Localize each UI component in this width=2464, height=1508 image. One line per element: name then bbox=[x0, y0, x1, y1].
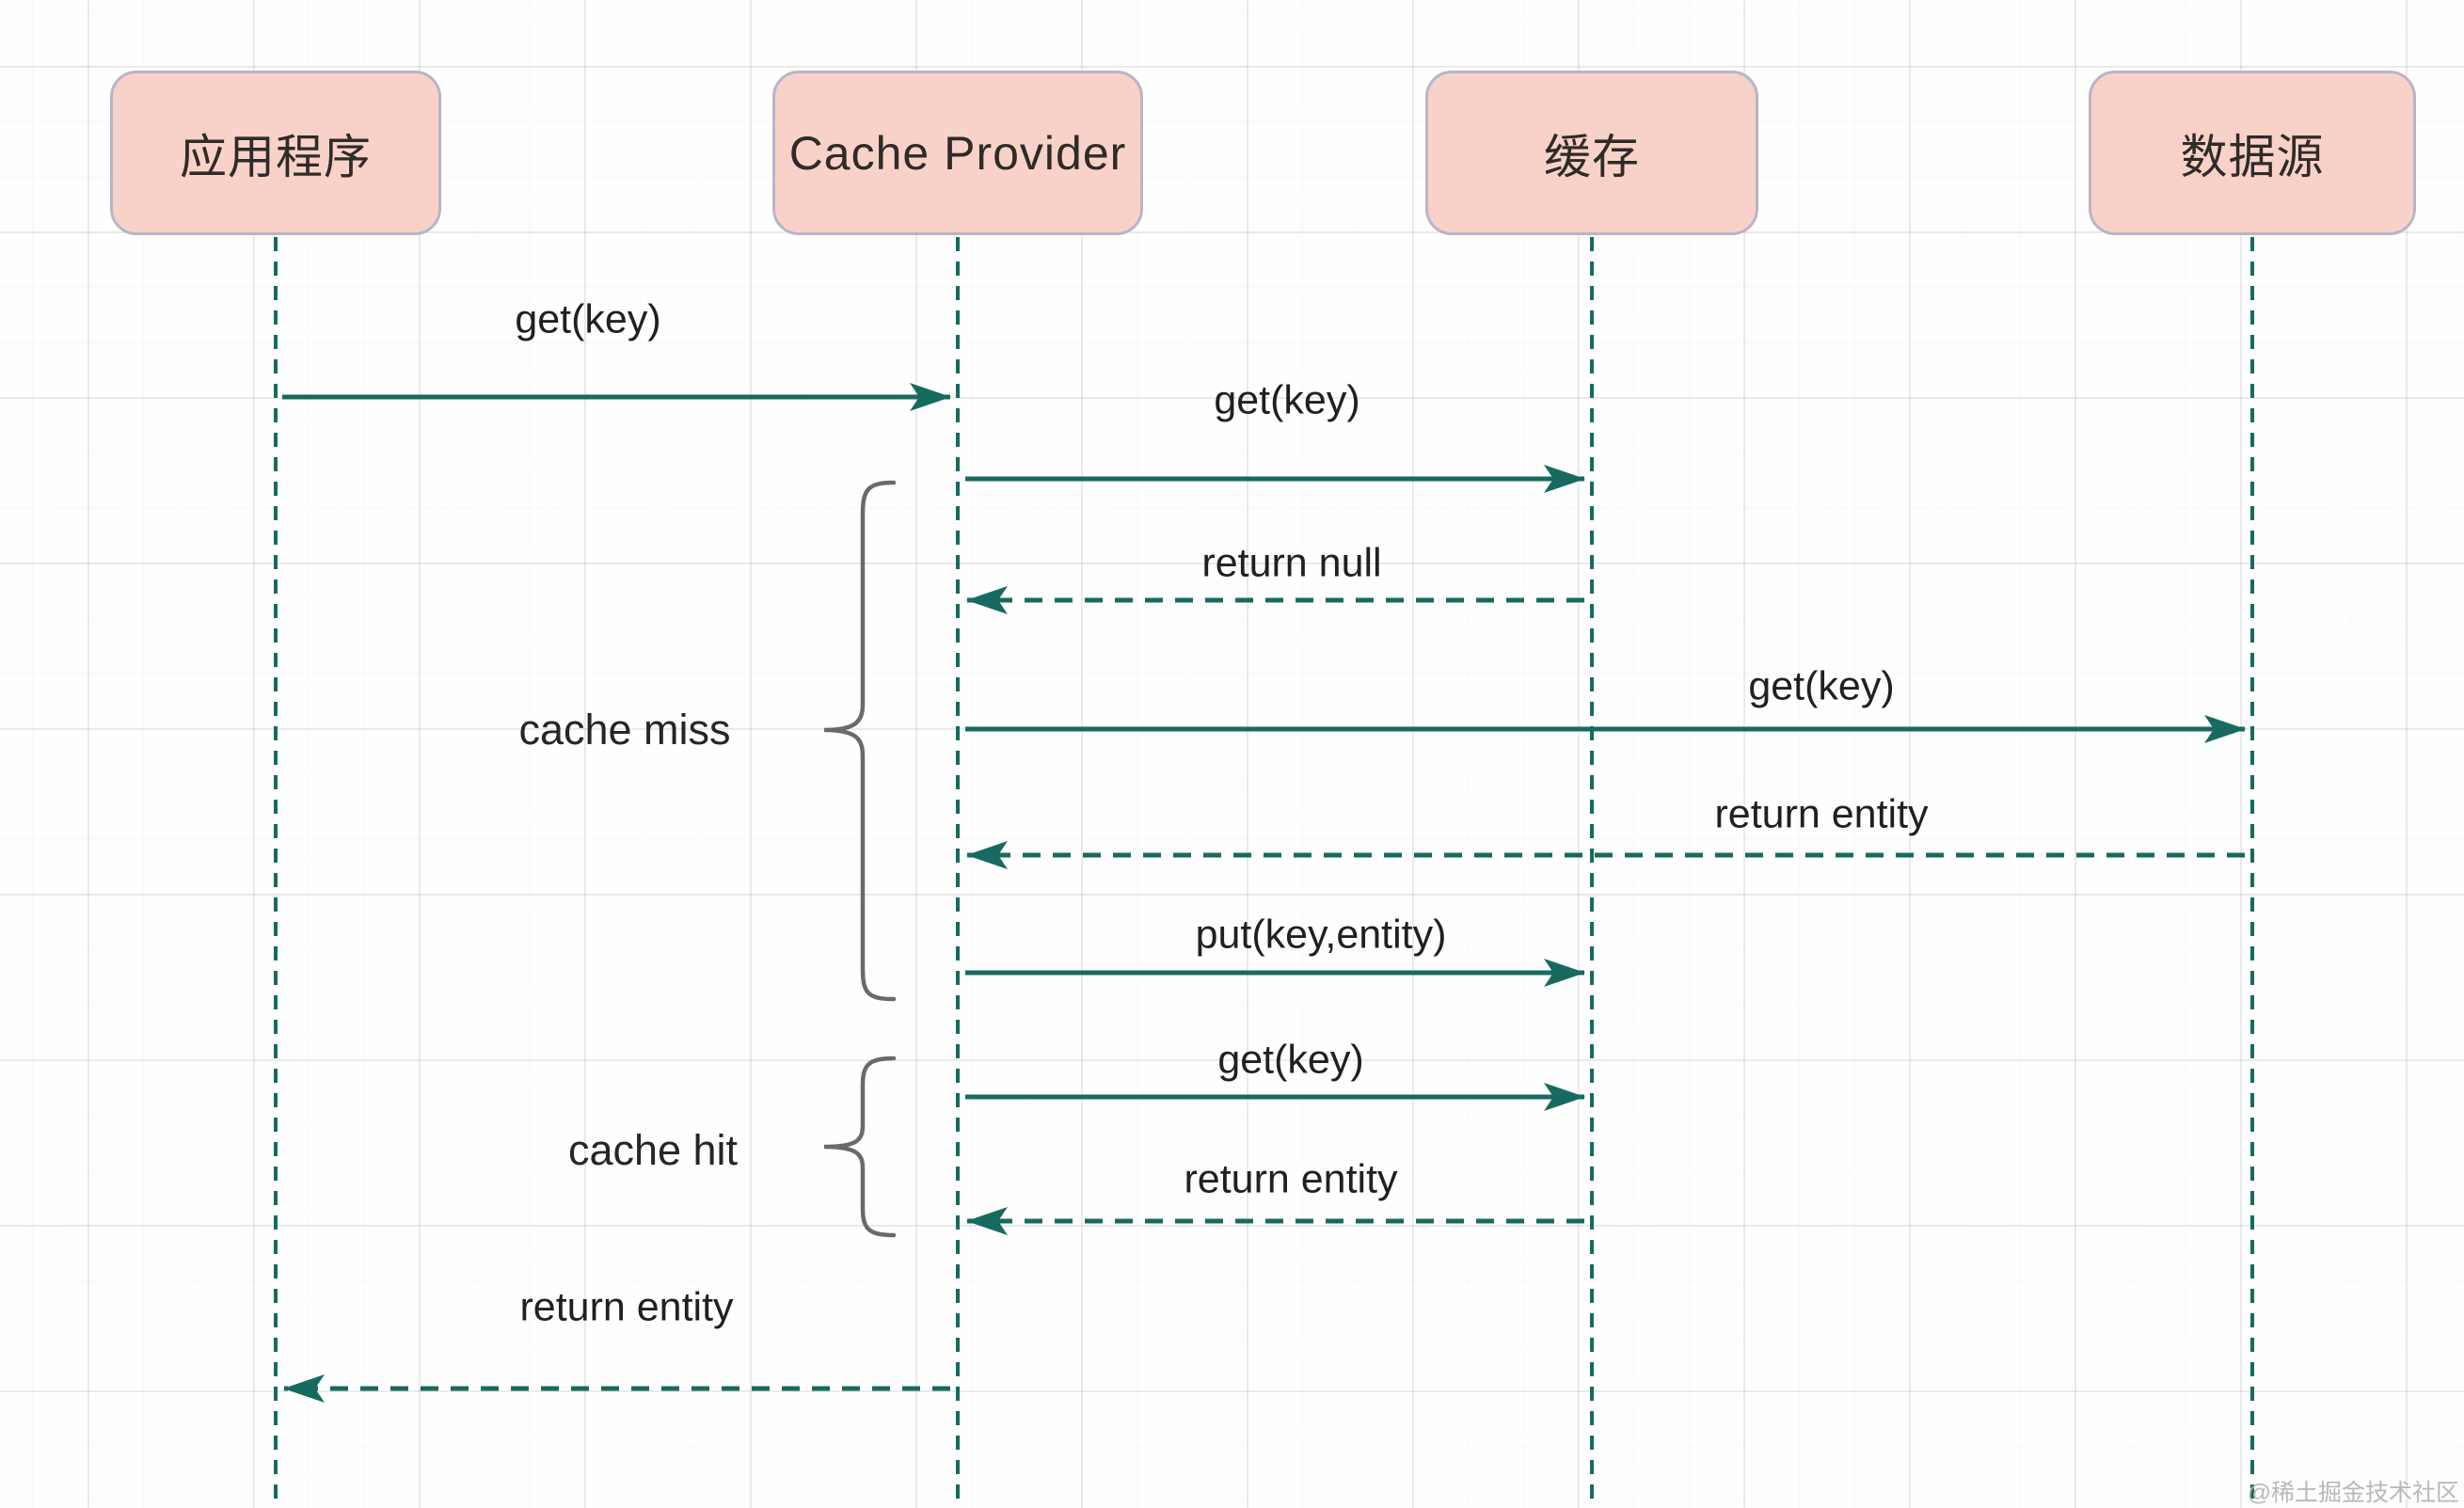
actor-box-cache-provider: Cache Provider bbox=[772, 71, 1143, 235]
cache-hit-label: cache hit bbox=[567, 1126, 739, 1174]
actor-label-application: 应用程序 bbox=[180, 130, 372, 183]
actor-label-cache-provider: Cache Provider bbox=[788, 126, 1127, 180]
message-label-get-key-3: get(key) bbox=[1748, 663, 1895, 709]
watermark-text: @稀土掘金技术社区 bbox=[2247, 1480, 2459, 1506]
message-label-return-entity-2: return entity bbox=[1184, 1156, 1398, 1202]
message-label-get-key-4: get(key) bbox=[1217, 1037, 1364, 1083]
actor-box-cache: 缓存 bbox=[1425, 71, 1758, 235]
cache-hit-brace bbox=[823, 1056, 897, 1238]
message-label-put-key-entity: put(key,entity) bbox=[1195, 912, 1447, 958]
message-label-return-entity-3: return entity bbox=[519, 1284, 734, 1330]
message-label-get-key-2: get(key) bbox=[1214, 377, 1360, 423]
message-label-return-entity-1: return entity bbox=[1714, 791, 1929, 837]
cache-miss-brace bbox=[823, 480, 897, 1002]
actor-label-cache: 缓存 bbox=[1544, 130, 1640, 183]
actor-box-data-source: 数据源 bbox=[2089, 71, 2416, 235]
cache-miss-label: cache miss bbox=[518, 706, 731, 754]
actor-box-application: 应用程序 bbox=[110, 71, 441, 235]
message-label-return-null: return null bbox=[1201, 540, 1382, 586]
actor-label-data-source: 数据源 bbox=[2180, 130, 2325, 183]
message-label-get-key-1: get(key) bbox=[515, 296, 661, 342]
